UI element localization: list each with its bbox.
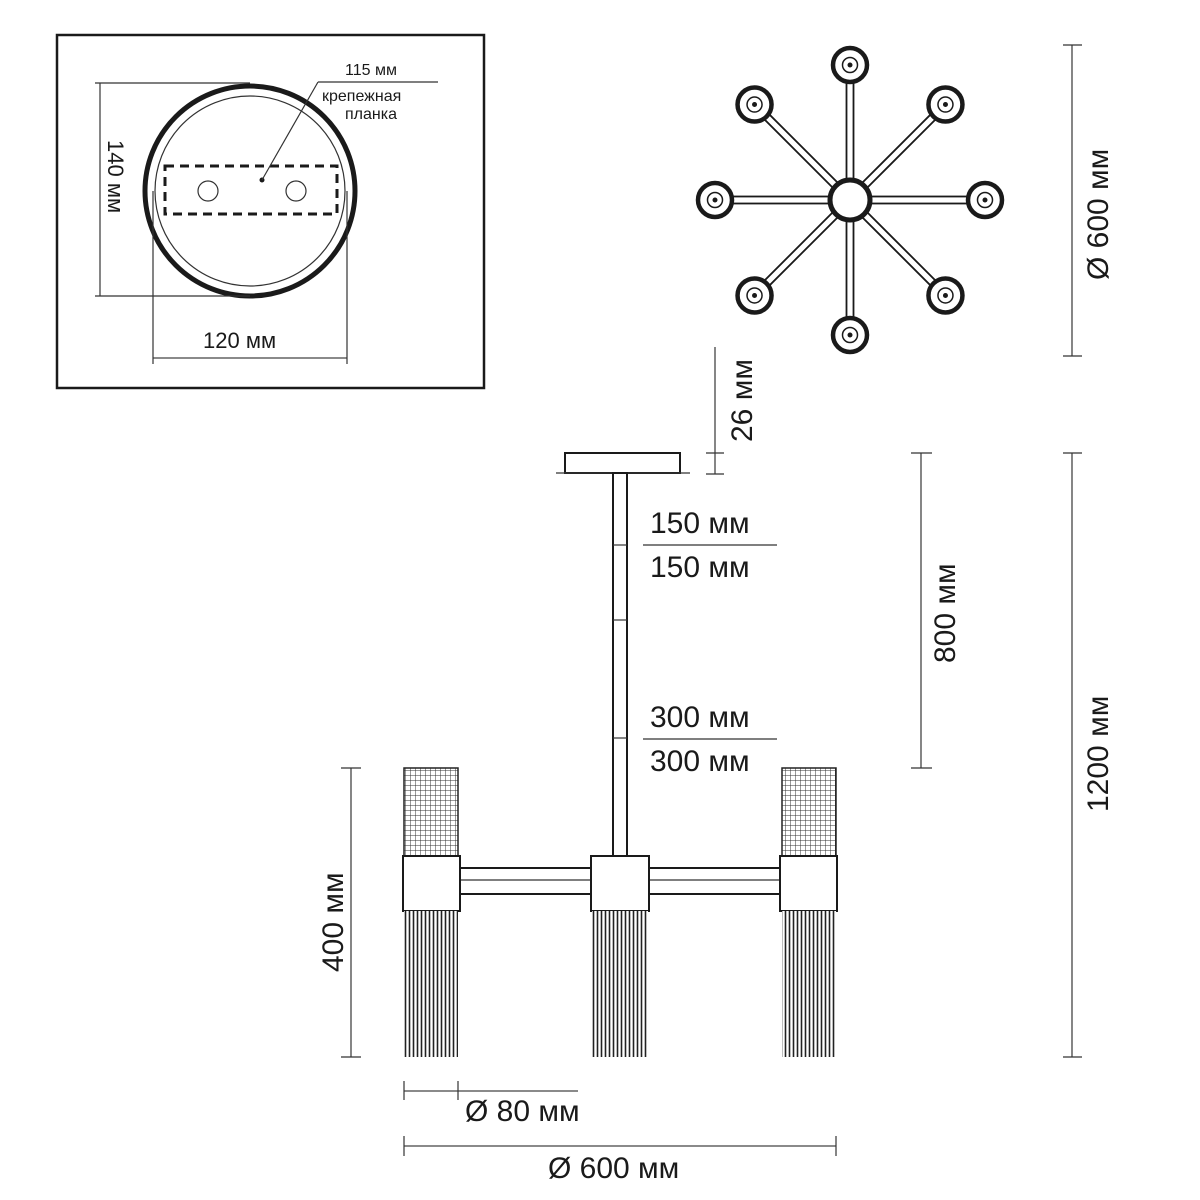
- dim-80-label: Ø 80 мм: [465, 1095, 580, 1128]
- center-lamp-strands: [592, 911, 648, 1057]
- left-lamp-grid-shade: [403, 767, 459, 857]
- mounting-bar-label-2: планка: [345, 106, 397, 123]
- rod-segment-2-bottom: 300 мм: [650, 745, 750, 778]
- top-view-arm: [845, 82, 855, 183]
- rod-segment-2-top: 300 мм: [650, 701, 750, 734]
- screw-hole-right: [285, 180, 307, 202]
- dim-115-label: 115 мм: [345, 62, 397, 79]
- center-lamp-body: [590, 855, 650, 912]
- dim-140-label: 140 мм: [103, 140, 128, 213]
- top-view-lamp: [926, 85, 965, 124]
- suspension-rod: [612, 472, 628, 859]
- top-view-arm: [763, 208, 842, 287]
- right-lamp-strands: [782, 911, 836, 1057]
- dim-1200-label: 1200 мм: [1082, 696, 1115, 812]
- left-lamp-strands: [404, 911, 458, 1057]
- top-view-arm: [845, 217, 855, 318]
- inset-frame: [55, 33, 486, 390]
- dim-400-label: 400 мм: [317, 872, 350, 972]
- dim-26-label: 26 мм: [726, 359, 759, 442]
- top-view-arm: [858, 113, 937, 192]
- top-view-hub: [827, 177, 873, 223]
- top-view-lamp: [695, 180, 735, 220]
- top-view-arm: [867, 195, 968, 205]
- top-view-lamps: [695, 45, 1005, 355]
- rod-segment-1-bottom: 150 мм: [650, 551, 750, 584]
- dim-800-label: 800 мм: [929, 563, 962, 663]
- mounting-bar-label-1: крепежная: [322, 88, 401, 105]
- top-view: Ø 600 мм: [695, 44, 1115, 357]
- horizontal-bar-left: [459, 867, 592, 895]
- side-view: 26 мм 150 мм 150 мм 300 мм 300 мм: [317, 347, 1115, 1185]
- top-view-lamp: [735, 85, 774, 124]
- mounting-plate-inset: 115 мм крепежная планка 140 мм 120 мм: [55, 33, 486, 390]
- top-view-lamp: [735, 276, 774, 315]
- right-lamp-grid-shade: [781, 767, 837, 857]
- top-view-lamp: [926, 276, 965, 315]
- mounting-bar: [163, 164, 339, 216]
- top-view-lamp: [830, 45, 870, 85]
- ceiling-canopy: [564, 452, 681, 474]
- dim-600-label: Ø 600 мм: [548, 1152, 679, 1185]
- rod-segment-1-top: 150 мм: [650, 507, 750, 540]
- top-view-lamp: [965, 180, 1005, 220]
- screw-hole-left: [197, 180, 219, 202]
- top-view-arm: [858, 208, 937, 287]
- canopy-inner-circle: [154, 95, 346, 287]
- horizontal-bar-right: [648, 867, 781, 895]
- top-view-arm: [763, 113, 842, 192]
- top-view-lamp: [830, 315, 870, 355]
- left-lamp-body: [402, 855, 461, 912]
- top-view-diameter-label: Ø 600 мм: [1082, 149, 1115, 280]
- dim-120-label: 120 мм: [203, 328, 276, 353]
- top-view-arm: [732, 195, 833, 205]
- right-lamp-body: [779, 855, 838, 912]
